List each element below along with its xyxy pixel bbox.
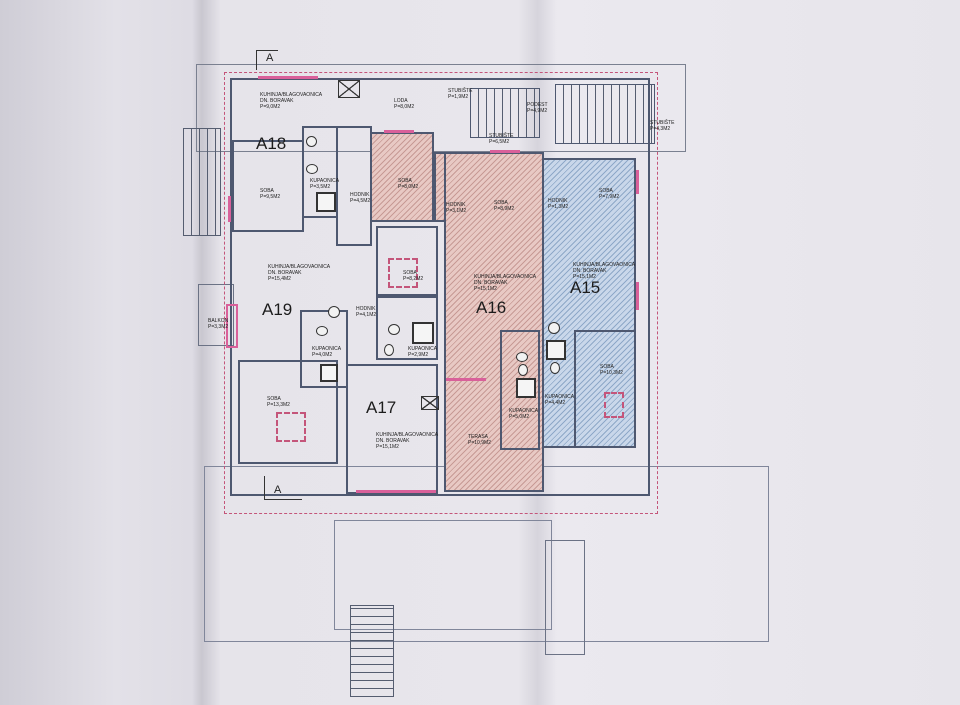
room-label: KUPAONICA P=5,0m2 <box>509 408 539 420</box>
a16-room-soba-1[interactable] <box>370 132 434 222</box>
room-label: LODA P=8,0m2 <box>394 98 415 110</box>
terrace-door <box>446 378 486 381</box>
room-label: KUHINJA/BLAGOVAONICA DN. BORAVAK P=15,1m… <box>376 432 439 450</box>
shower-icon <box>320 364 338 382</box>
a15-room-soba-2[interactable] <box>574 330 636 448</box>
room-label: HODNIK P=3,1m2 <box>446 202 467 214</box>
unit-label-a18: A18 <box>256 134 287 153</box>
window <box>356 490 436 493</box>
room-label: STUBIŠTE P=4,3m2 <box>650 120 675 132</box>
toilet-icon <box>550 362 560 374</box>
room-label: SOBA P=8,9m2 <box>494 200 515 212</box>
a17-shaft-icon <box>421 396 439 410</box>
window <box>228 196 231 222</box>
building-outline <box>230 78 650 496</box>
toilet-icon <box>516 352 528 362</box>
toilet-icon <box>384 344 394 356</box>
window <box>258 76 318 79</box>
room-label: STUBIŠTE P=1,9m2 <box>448 88 473 100</box>
toilet-icon <box>316 326 328 336</box>
unit-label-a15: A15 <box>570 278 601 297</box>
roof-overhang-dashed <box>224 72 658 514</box>
section-marker-bottom <box>264 476 302 500</box>
roof-outline-top <box>196 64 686 152</box>
chimney-shaft-icon <box>338 80 360 98</box>
room-label: HODNIK P=4,5m2 <box>350 192 371 204</box>
stairwell-2 <box>555 84 655 144</box>
window <box>384 130 414 133</box>
room-label: KUPAONICA P=4,4m2 <box>545 394 575 406</box>
shower-icon <box>546 340 566 360</box>
balcony-door <box>226 304 238 348</box>
a17-room-kupaonica[interactable] <box>376 296 438 360</box>
skylight-a15 <box>604 392 624 418</box>
shower-icon <box>516 378 536 398</box>
skylight-a17 <box>388 258 418 288</box>
shower-icon <box>316 192 336 212</box>
room-label: SOBA P=7,9m2 <box>599 188 620 200</box>
room-label: KUHINJA/BLAGOVAONICA DN. BORAVAK P=9,0m2 <box>260 92 323 110</box>
room-label: KUPAONICA P=4,0m2 <box>312 346 342 358</box>
unit-label-a19: A19 <box>262 300 293 319</box>
room-label: KUPAONICA P=2,9m2 <box>408 346 438 358</box>
window <box>636 282 639 310</box>
ramp-outline <box>545 540 585 655</box>
room-label: TERASA P=10,9m2 <box>468 434 491 446</box>
room-label: HODNIK P=1,3m2 <box>548 198 569 210</box>
a19-room-soba[interactable] <box>238 360 338 464</box>
stairwell-1 <box>470 88 540 138</box>
room-label: STUBIŠTE P=6,5m2 <box>489 133 514 145</box>
room-label: SOBA P=8,0m2 <box>398 178 419 190</box>
sink-icon <box>518 364 528 376</box>
room-label: HODNIK P=4,1m2 <box>356 306 377 318</box>
side-stairs-left <box>183 128 221 236</box>
a19-room-kupaonica[interactable] <box>300 310 348 388</box>
room-label: KUHINJA/BLAGOVAONICA DN. BORAVAK P=15,4m… <box>268 264 331 282</box>
room-label: KUHINJA/BLAGOVAONICA DN. BORAVAK P=15,1m… <box>573 262 636 280</box>
sink-icon <box>328 306 340 318</box>
toilet-icon <box>306 164 318 174</box>
room-label: SOBA P=13,3m2 <box>267 396 290 408</box>
shower-icon <box>412 322 434 344</box>
balcony-outline <box>198 284 234 346</box>
window <box>490 150 520 153</box>
room-label: SOBA P=10,3m2 <box>600 364 623 376</box>
room-label: BALKON P=3,3m2 <box>208 318 229 330</box>
a17-room-soba[interactable] <box>376 226 438 296</box>
a17-room-kitchen[interactable] <box>346 364 438 494</box>
sink-icon <box>548 322 560 334</box>
room-label: KUPAONICA P=3,5m2 <box>310 178 340 190</box>
section-label-bottom: A <box>274 484 282 496</box>
room-label: SOBA P=8,2m2 <box>403 270 424 282</box>
skylight-a19 <box>276 412 306 442</box>
unit-label-a17: A17 <box>366 398 397 417</box>
unit-label-a16: A16 <box>476 298 507 317</box>
hodnik-corridor[interactable] <box>336 126 372 246</box>
section-label-top: A <box>266 52 274 64</box>
room-label: SOBA P=9,5m2 <box>260 188 281 200</box>
entry-stairs <box>350 605 394 697</box>
sink-icon <box>306 136 317 147</box>
window <box>636 170 639 194</box>
sink-icon <box>388 324 400 335</box>
room-label: KUHINJA/BLAGOVAONICA DN. BORAVAK P=15,1m… <box>474 274 537 292</box>
section-marker-top <box>256 50 278 70</box>
lower-terrace-inner <box>334 520 552 630</box>
room-label: PODEST P=4,9m2 <box>527 102 548 114</box>
